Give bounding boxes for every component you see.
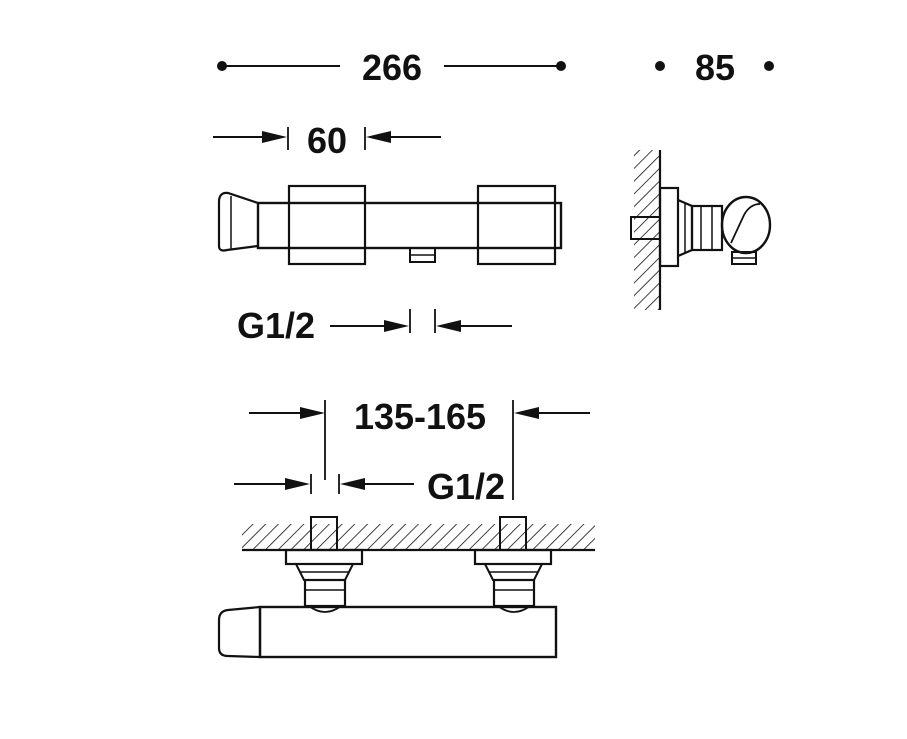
mixer-body-front <box>217 605 558 659</box>
dimension-inlet: G1/2 <box>234 466 505 507</box>
dimension-label-inlet: G1/2 <box>427 466 505 507</box>
side-view: 85 <box>630 47 774 310</box>
dimension-label-depth: 85 <box>695 47 735 88</box>
dimension-depth: 85 <box>655 47 774 88</box>
dimension-outlet: G1/2 <box>237 305 512 346</box>
wall-section <box>634 150 662 310</box>
dimension-centers: 135-165 <box>249 396 590 500</box>
dimension-handle-width: 60 <box>213 120 441 161</box>
dimension-label-centers: 135-165 <box>354 396 486 437</box>
dimension-overall-width: 266 <box>217 47 566 88</box>
front-view: 135-165 G1/2 <box>217 396 595 659</box>
top-view: 266 60 G1/2 <box>213 47 566 346</box>
wall-section-front <box>242 524 595 552</box>
mixer-body-top <box>217 184 563 266</box>
dimension-label-handle-width: 60 <box>307 120 347 161</box>
dimension-label-outlet: G1/2 <box>237 305 315 346</box>
mixer-side-profile <box>630 186 772 268</box>
dimension-label-overall-width: 266 <box>362 47 422 88</box>
